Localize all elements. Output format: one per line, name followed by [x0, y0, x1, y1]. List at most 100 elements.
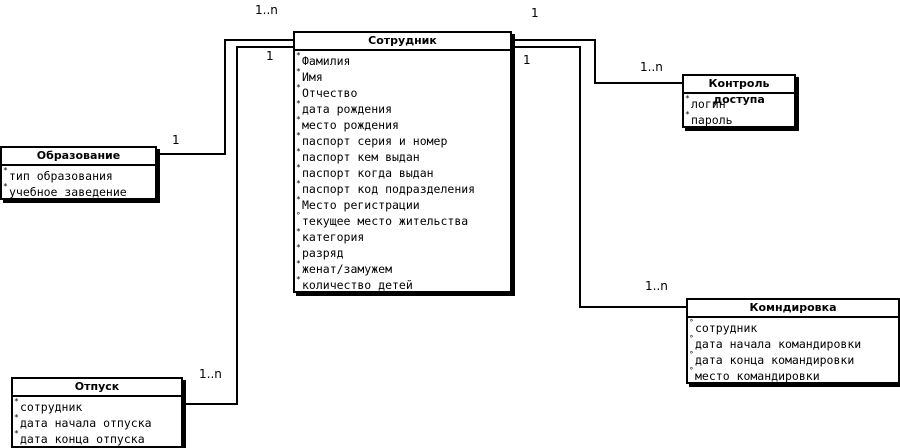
entity-trip-title: Комндировка: [688, 300, 898, 318]
attribute-mark: *: [296, 99, 301, 108]
entity-trip-attributes: °сотрудник°дата начала командировки°дата…: [688, 318, 898, 384]
attribute-label: паспорт серия и номер: [302, 134, 448, 148]
attribute-mark: *: [14, 429, 19, 438]
attribute-label: сотрудник: [695, 321, 758, 335]
attribute-label: разряд: [302, 246, 344, 260]
entity-education[interactable]: Образование *тип образования*учебное зав…: [0, 146, 157, 200]
attribute-label: дата конца командировки: [695, 353, 855, 367]
attribute-item: *количество детей: [295, 275, 510, 293]
attribute-item: *Отчество: [295, 83, 510, 101]
attribute-label: паспорт кем выдан: [302, 150, 420, 164]
entity-education-title: Образование: [2, 148, 155, 166]
entity-access-attributes: *логин*пароль: [684, 94, 794, 128]
attribute-label: паспорт код подразделения: [302, 182, 476, 196]
attribute-label: Фамилия: [302, 54, 351, 68]
mult-trip-employee: 1: [523, 53, 531, 67]
attribute-item: *дата начала отпуска: [13, 413, 181, 431]
attribute-item: °сотрудник: [688, 318, 898, 336]
attribute-mark: *: [296, 51, 301, 60]
attribute-mark: *: [296, 67, 301, 76]
attribute-mark: °: [296, 211, 301, 220]
attribute-item: *паспорт кем выдан: [295, 147, 510, 165]
attribute-item: *Место регистрации: [295, 195, 510, 213]
attribute-mark: *: [296, 243, 301, 252]
entity-vacation[interactable]: Отпуск *сотрудник*дата начала отпуска*да…: [11, 377, 183, 448]
attribute-label: текущее место жительства: [302, 214, 469, 228]
attribute-label: логин: [691, 97, 726, 111]
attribute-item: *логин: [684, 94, 794, 112]
link-vacation-employee: [183, 46, 293, 405]
attribute-mark: °: [689, 366, 694, 375]
mult-education-employee-inner: 1: [266, 49, 274, 63]
entity-employee-title: Сотрудник: [295, 33, 510, 51]
attribute-mark: *: [296, 275, 301, 284]
attribute-mark: *: [14, 413, 19, 422]
mult-education-side: 1: [172, 133, 180, 147]
entity-vacation-title: Отпуск: [13, 379, 181, 397]
mult-education-employee-top: 1..n: [255, 3, 278, 17]
attribute-label: категория: [302, 230, 365, 244]
attribute-label: место рождения: [302, 118, 399, 132]
attribute-item: *женат/замужем: [295, 259, 510, 277]
attribute-label: дата рождения: [302, 102, 393, 116]
mult-access-employee: 1: [531, 6, 539, 20]
attribute-mark: °: [689, 334, 694, 343]
attribute-label: Место регистрации: [302, 198, 420, 212]
attribute-label: тип образования: [9, 169, 113, 183]
attribute-label: учебное заведение: [9, 185, 127, 199]
attribute-label: пароль: [691, 113, 733, 127]
attribute-item: *Фамилия: [295, 51, 510, 69]
attribute-mark: *: [685, 110, 690, 119]
attribute-label: дата начала отпуска: [20, 416, 152, 430]
attribute-item: °дата начала командировки: [688, 334, 898, 352]
entity-vacation-attributes: *сотрудник*дата начала отпуска*дата конц…: [13, 397, 181, 447]
attribute-mark: *: [685, 94, 690, 103]
attribute-item: *учебное заведение: [2, 182, 155, 200]
attribute-item: *сотрудник: [13, 397, 181, 415]
entity-employee[interactable]: Сотрудник *Фамилия*Имя*Отчество*дата рож…: [293, 31, 512, 293]
attribute-mark: *: [296, 227, 301, 236]
attribute-label: дата начала командировки: [695, 337, 862, 351]
entity-employee-attributes: *Фамилия*Имя*Отчество*дата рождения*мест…: [295, 51, 510, 293]
attribute-label: место командировки: [695, 369, 820, 383]
attribute-item: *место рождения: [295, 115, 510, 133]
attribute-item: *дата конца отпуска: [13, 429, 181, 447]
attribute-label: количество детей: [302, 278, 413, 292]
attribute-item: *паспорт серия и номер: [295, 131, 510, 149]
link-employee-access: [512, 39, 682, 84]
mult-vacation-side: 1..n: [199, 367, 222, 381]
attribute-item: *паспорт код подразделения: [295, 179, 510, 197]
attribute-mark: °: [689, 350, 694, 359]
attribute-item: *Имя: [295, 67, 510, 85]
mult-access-side: 1..n: [640, 60, 663, 74]
attribute-mark: *: [296, 163, 301, 172]
attribute-label: сотрудник: [20, 400, 83, 414]
attribute-mark: *: [296, 147, 301, 156]
attribute-label: Отчество: [302, 86, 358, 100]
entity-access-title: Контроль доступа: [684, 76, 794, 106]
attribute-label: женат/замужем: [302, 262, 393, 276]
attribute-mark: °: [689, 318, 694, 327]
attribute-item: *паспорт когда выдан: [295, 163, 510, 181]
attribute-mark: *: [3, 182, 8, 191]
attribute-item: °место командировки: [688, 366, 898, 384]
entity-access[interactable]: Контроль доступа *логин*пароль: [682, 74, 796, 128]
attribute-label: дата конца отпуска: [20, 432, 145, 446]
entity-trip[interactable]: Комндировка °сотрудник°дата начала коман…: [686, 298, 900, 384]
mult-trip-side: 1..n: [645, 279, 668, 293]
attribute-mark: *: [296, 195, 301, 204]
attribute-mark: *: [296, 179, 301, 188]
attribute-mark: *: [296, 259, 301, 268]
attribute-mark: *: [14, 397, 19, 406]
attribute-item: °дата конца командировки: [688, 350, 898, 368]
attribute-mark: *: [296, 83, 301, 92]
entity-education-attributes: *тип образования*учебное заведение: [2, 166, 155, 200]
attribute-label: Имя: [302, 70, 323, 84]
attribute-mark: *: [3, 166, 8, 175]
attribute-label: паспорт когда выдан: [302, 166, 434, 180]
attribute-item: *тип образования: [2, 166, 155, 184]
attribute-mark: *: [296, 115, 301, 124]
attribute-mark: *: [296, 131, 301, 140]
link-education-employee-outer: [157, 39, 293, 155]
